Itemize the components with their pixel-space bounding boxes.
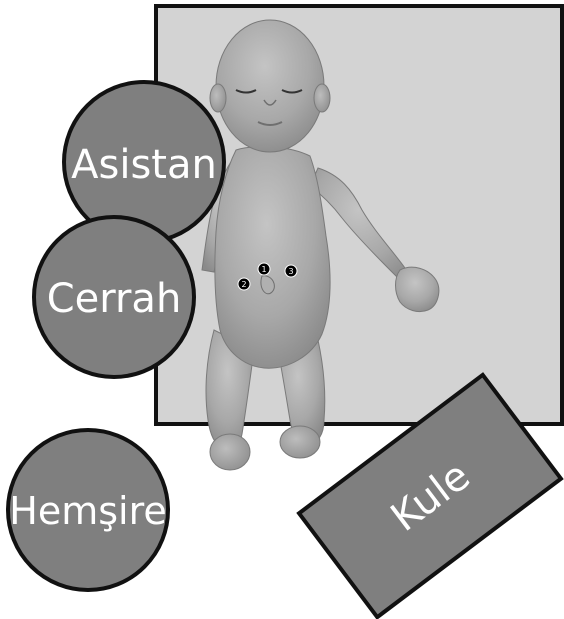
port-marker-1-label: 1 bbox=[261, 265, 266, 274]
port-marker-1: 1 bbox=[258, 263, 270, 275]
patient-torso bbox=[215, 147, 330, 369]
nurse-label: Hemşire bbox=[9, 489, 167, 533]
port-marker-3: 3 bbox=[285, 265, 297, 277]
surgeon-label: Cerrah bbox=[47, 276, 182, 322]
patient-ear bbox=[314, 84, 330, 112]
port-marker-2-label: 2 bbox=[241, 280, 246, 289]
assistant-position: Asistan bbox=[64, 82, 224, 242]
surgeon-position: Cerrah bbox=[34, 217, 194, 377]
patient-head bbox=[216, 20, 324, 152]
assistant-label: Asistan bbox=[71, 142, 217, 188]
port-marker-2: 2 bbox=[238, 278, 250, 290]
patient-left-foot bbox=[210, 434, 250, 470]
patient-right-foot bbox=[280, 426, 320, 458]
patient-ear bbox=[210, 84, 226, 112]
port-marker-3-label: 3 bbox=[288, 267, 293, 276]
nurse-position: Hemşire bbox=[8, 430, 168, 590]
